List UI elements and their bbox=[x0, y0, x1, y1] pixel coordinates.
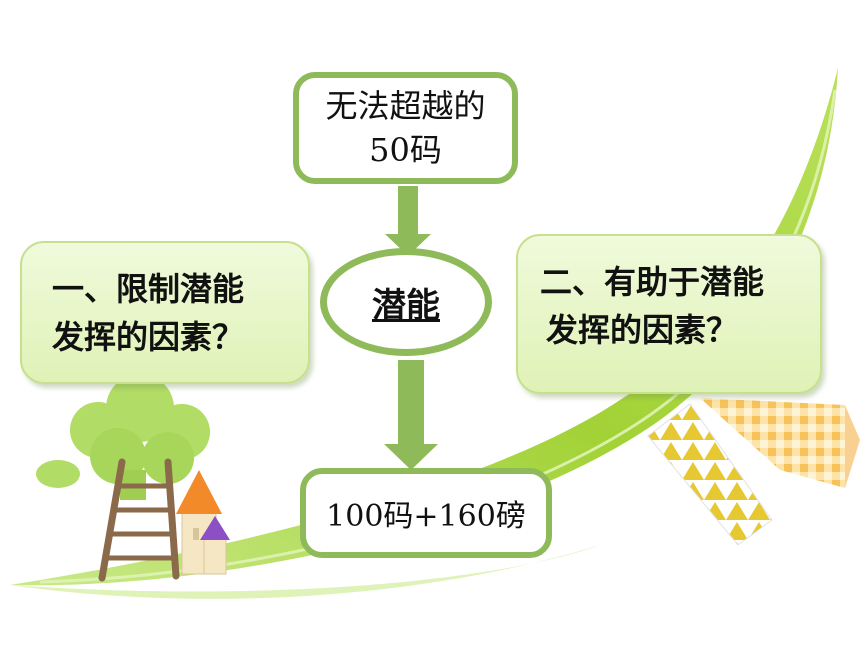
checkered-ribbon bbox=[700, 398, 860, 488]
center-label: 潜能 bbox=[372, 285, 440, 326]
top-box-line2: 50码 bbox=[369, 131, 442, 169]
leaf-swoosh bbox=[10, 68, 838, 599]
right-bubble-line1: 二、有助于潜能 bbox=[540, 263, 765, 301]
arrow-top-to-center bbox=[385, 186, 431, 256]
top-box-line1: 无法超越的 bbox=[325, 87, 486, 125]
right-question-bubble: 二、有助于潜能 发挥的因素？ bbox=[516, 234, 822, 394]
top-box: 无法超越的 50码 bbox=[293, 72, 518, 184]
right-bubble-line2: 发挥的因素？ bbox=[546, 311, 739, 349]
bottom-box: 100码+160磅 bbox=[300, 468, 552, 558]
arrow-center-to-bottom bbox=[384, 360, 438, 470]
triangle-ribbon bbox=[647, 403, 773, 546]
tree-illustration bbox=[36, 374, 210, 500]
bottom-box-text: 100码+160磅 bbox=[326, 499, 526, 534]
ladder-illustration bbox=[98, 458, 180, 582]
left-question-bubble: 一、限制潜能 发挥的因素？ bbox=[20, 241, 310, 384]
center-oval: 潜能 bbox=[320, 248, 492, 356]
tower-illustration bbox=[176, 470, 230, 575]
left-bubble-line2: 发挥的因素？ bbox=[52, 318, 245, 356]
left-bubble-line1: 一、限制潜能 bbox=[52, 270, 245, 308]
